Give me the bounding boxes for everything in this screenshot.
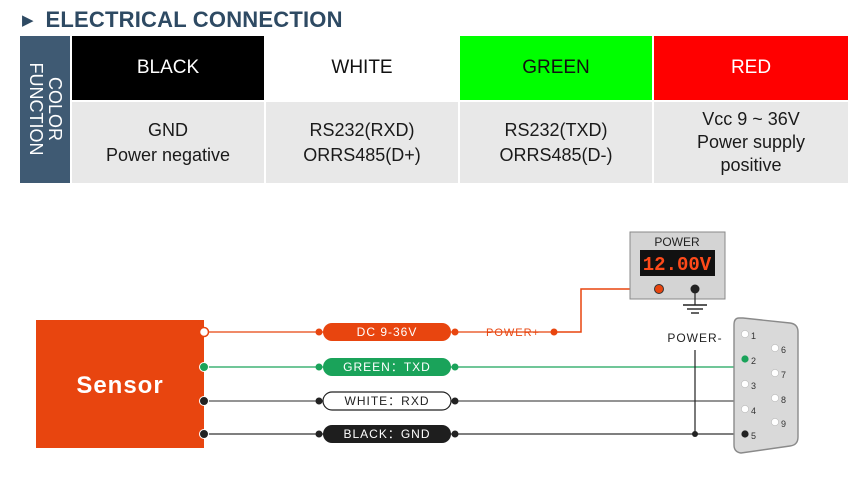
function-line: RS232(TXD) — [504, 119, 608, 140]
header-cell-label: WHITE — [331, 57, 393, 78]
pin-number: 9 — [781, 419, 786, 429]
header-cell-label: BLACK — [136, 57, 200, 78]
connector-pin — [741, 330, 749, 338]
connector-pin — [771, 394, 779, 402]
pin-number: 4 — [751, 406, 756, 416]
function-cell-green: RS232(TXD) ORRS485(D-) — [460, 102, 652, 183]
triangle-right-icon: ▶ — [22, 12, 34, 29]
section-heading: ▶ ELECTRICAL CONNECTION — [22, 6, 343, 34]
function-line: Power supply — [696, 132, 806, 152]
function-line: ORRS485(D+) — [303, 144, 421, 165]
power-supply-label: POWER — [654, 235, 700, 249]
section-title: ELECTRICAL CONNECTION — [45, 7, 343, 32]
header-cell-white: WHITE — [266, 36, 458, 100]
pin-number: 1 — [751, 331, 756, 341]
junction-dot — [692, 431, 698, 437]
connector-pin — [741, 380, 749, 388]
wire-label-green: GREEN：TXD — [315, 358, 459, 376]
pin-number: 3 — [751, 381, 756, 391]
pin-number: 6 — [781, 345, 786, 355]
table-side-label: COLOR FUNCTION — [20, 36, 70, 183]
pin-number: 7 — [781, 370, 786, 380]
function-cell-red: Vcc 9 ~ 36V Power supply positive — [654, 102, 848, 183]
function-line: Power negative — [105, 144, 231, 165]
wire-label-text: GREEN：TXD — [343, 360, 431, 374]
db9-connector — [733, 317, 799, 454]
wire-label-white: WHITE：RXD — [315, 391, 459, 411]
sensor-terminal — [199, 362, 209, 372]
function-line: ORRS485(D-) — [499, 144, 613, 165]
header-cell-black: BLACK — [72, 36, 264, 100]
connector-pin — [741, 405, 749, 413]
sensor-label: Sensor — [76, 372, 163, 399]
power-display-value: 12.00V — [643, 254, 712, 276]
wire-label-text: WHITE：RXD — [345, 394, 430, 408]
connection-table: COLOR FUNCTION BLACK WHITE GREEN RED GND… — [20, 36, 848, 183]
connector-pin — [741, 355, 749, 363]
header-cell-label: RED — [730, 57, 772, 78]
power-plus-terminal — [654, 284, 664, 294]
sensor-terminal — [199, 396, 209, 406]
pin-number: 8 — [781, 395, 786, 405]
header-cell-label: GREEN — [522, 57, 590, 78]
connector-pin — [771, 369, 779, 377]
wire-label-text: DC 9-36V — [357, 325, 418, 339]
function-line: GND — [148, 119, 188, 140]
wire-label-dc: DC 9-36V — [315, 323, 459, 341]
sensor-block — [36, 320, 204, 448]
wire-to-power-supply — [554, 288, 659, 333]
function-line: positive — [720, 155, 782, 175]
power-display — [640, 250, 715, 276]
pin-number: 5 — [751, 431, 756, 441]
power-plus-label: POWER+ — [486, 327, 540, 339]
function-line: Vcc 9 ~ 36V — [702, 109, 800, 129]
connector-pin — [741, 430, 749, 438]
header-cell-green: GREEN — [460, 36, 652, 100]
pin-number: 2 — [751, 356, 756, 366]
connector-pin — [771, 344, 779, 352]
wire-label-black: BLACK：GND — [315, 425, 459, 443]
power-minus-label: POWER- — [667, 331, 722, 345]
sensor-terminal — [199, 429, 209, 439]
function-cell-black: GND Power negative — [72, 102, 264, 183]
header-cell-red: RED — [654, 36, 848, 100]
sensor-terminal — [198, 326, 210, 338]
function-line: RS232(RXD) — [309, 119, 415, 140]
ground-icon — [683, 304, 707, 314]
connector-pin — [771, 418, 779, 426]
wire-label-text: BLACK：GND — [343, 427, 430, 441]
function-cell-white: RS232(RXD) ORRS485(D+) — [266, 102, 458, 183]
